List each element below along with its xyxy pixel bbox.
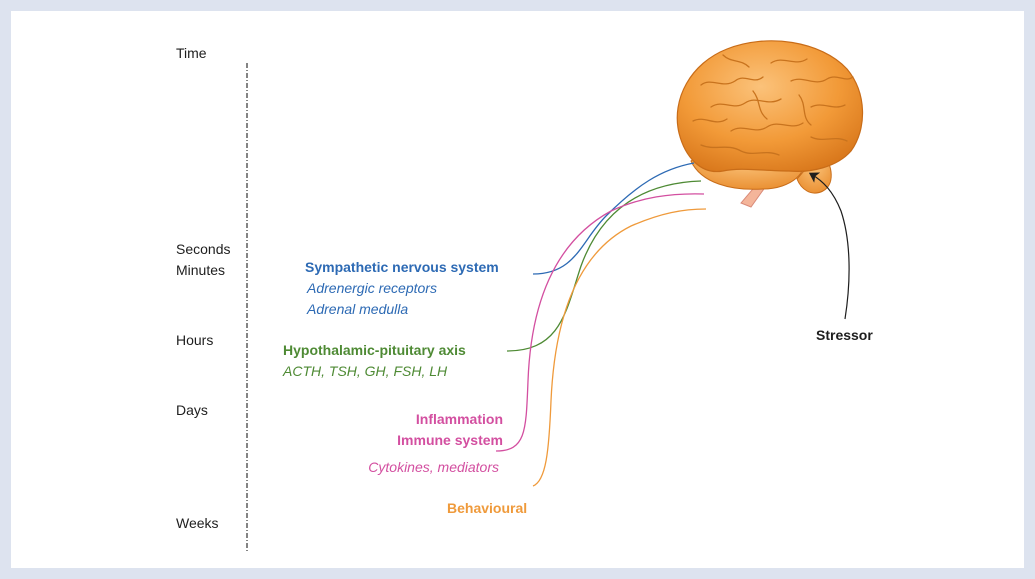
time-label-days: Days [176, 402, 208, 418]
brain-icon [677, 41, 862, 207]
time-axis-title: Time [176, 45, 207, 61]
immune-title: Immune system [351, 432, 503, 448]
hpa-title: Hypothalamic-pituitary axis [283, 342, 466, 358]
time-label-minutes: Minutes [176, 262, 225, 278]
stressor-label: Stressor [816, 327, 873, 343]
hpa-detail: ACTH, TSH, GH, FSH, LH [283, 363, 447, 379]
inflammation-title: Inflammation [371, 411, 503, 427]
time-label-hours: Hours [176, 332, 213, 348]
time-label-weeks: Weeks [176, 515, 219, 531]
hpa-curve [507, 181, 701, 351]
sympathetic-detail-2: Adrenal medulla [307, 301, 408, 317]
sympathetic-detail-1: Adrenergic receptors [307, 280, 437, 296]
diagram-panel: Time Seconds Minutes Hours Days Weeks Sy… [11, 11, 1024, 568]
stress-response-diagram [11, 11, 1024, 568]
behavioural-title: Behavioural [447, 500, 527, 516]
sympathetic-curve [533, 163, 694, 274]
sympathetic-title: Sympathetic nervous system [305, 259, 499, 275]
stressor-arrow [811, 174, 849, 319]
immune-detail: Cytokines, mediators [331, 459, 499, 475]
behavioural-curve [533, 209, 706, 486]
immune-curve [496, 194, 704, 451]
time-label-seconds: Seconds [176, 241, 230, 257]
